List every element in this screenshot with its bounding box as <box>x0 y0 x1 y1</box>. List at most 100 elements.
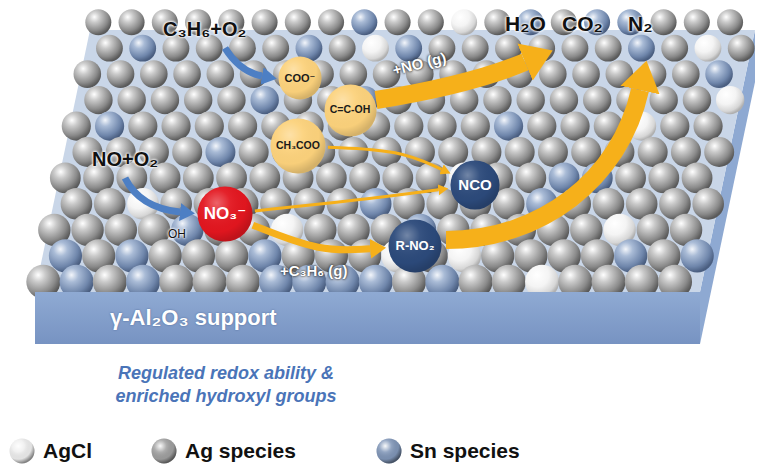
surface-sphere <box>85 9 111 35</box>
surface-sphere <box>692 188 724 220</box>
swatch-shading <box>152 439 177 464</box>
circle-shading <box>198 187 253 242</box>
surface-sphere <box>385 9 411 35</box>
surface-sphere <box>205 137 235 167</box>
surface-sphere <box>595 35 622 62</box>
surface-sphere <box>318 9 344 35</box>
surface-sphere <box>451 9 477 35</box>
surface-sphere <box>340 60 368 88</box>
surface-sphere <box>704 137 734 167</box>
surface-sphere <box>527 111 556 140</box>
surface-sphere <box>172 137 202 167</box>
surface-sphere <box>128 111 157 140</box>
surface-sphere <box>362 35 389 62</box>
surface-sphere <box>84 86 112 114</box>
surface-spheres <box>26 9 754 299</box>
surface-sphere <box>461 111 490 140</box>
legend-swatch-frame <box>375 437 403 465</box>
legend-swatch-frame <box>150 437 178 465</box>
circle-shading <box>389 220 442 273</box>
surface-sphere <box>695 35 722 62</box>
surface-sphere <box>505 137 535 167</box>
intermediate-circle: COO⁻ <box>278 56 322 100</box>
surface-sphere <box>572 60 600 88</box>
circle-shading <box>451 161 500 210</box>
surface-sphere <box>494 111 523 140</box>
surface-sphere <box>661 35 688 62</box>
surface-sphere <box>195 111 224 140</box>
adsorption-arrow <box>125 178 180 212</box>
node-label: COO⁻ <box>285 72 316 84</box>
legend-item: AgCl <box>8 436 92 466</box>
surface-sphere <box>207 60 235 88</box>
surface-sphere <box>683 86 711 114</box>
surface-sphere <box>405 137 435 167</box>
nitrate-circle: NO₃⁻ <box>197 186 253 242</box>
surface-sphere <box>717 9 743 35</box>
circle-fill <box>271 119 326 174</box>
surface-sphere <box>427 111 456 140</box>
node-label: NCO <box>458 177 491 194</box>
surface-sphere <box>560 111 589 140</box>
surface-sphere <box>705 60 733 88</box>
hydroxyl-label: OH <box>168 228 186 242</box>
circle-shading <box>279 57 322 100</box>
note-text: Regulated redox ability & enriched hydro… <box>95 362 357 409</box>
legend-text: Ag species <box>185 439 296 463</box>
surface-sphere <box>394 111 423 140</box>
surface-sphere <box>684 9 710 35</box>
surface-sphere <box>95 111 124 140</box>
surface-sphere <box>660 111 689 140</box>
surface-sphere <box>649 86 677 114</box>
legend-swatch <box>10 439 35 464</box>
reaction-connector <box>328 147 441 169</box>
surface-sphere <box>639 60 667 88</box>
surface-sphere <box>351 9 377 35</box>
node-label: R-NO₂ <box>396 239 435 253</box>
surface-sphere <box>262 35 289 62</box>
circle-fill <box>389 220 442 273</box>
circle-fill <box>324 84 376 136</box>
reactant-label: NO+O₂ <box>92 148 158 171</box>
node-label: CH₃COO <box>276 140 320 152</box>
circle-fill <box>279 57 322 100</box>
support-top-face <box>35 30 755 292</box>
surface-sphere <box>228 111 257 140</box>
surface-sphere <box>129 35 156 62</box>
step-label: +C₃H₆ (g) <box>280 262 348 279</box>
surface-sphere <box>252 9 278 35</box>
product-arrow <box>446 90 640 240</box>
surface-sphere <box>338 137 368 167</box>
intermediate-circle: C=C-OH <box>324 84 377 137</box>
surface-sphere <box>462 35 489 62</box>
legend-swatch-frame <box>8 437 36 465</box>
surface-sphere <box>217 86 245 114</box>
surface-sphere <box>516 86 544 114</box>
surface-sphere <box>285 9 311 35</box>
node-label: NO₃⁻ <box>204 205 246 224</box>
surface-sphere <box>96 35 123 62</box>
adsorption-arrow <box>225 48 262 76</box>
surface-sphere <box>606 60 634 88</box>
product-label: H₂O <box>505 12 546 36</box>
surface-sphere <box>583 86 611 114</box>
surface-sphere <box>418 9 444 35</box>
surface-sphere <box>539 60 567 88</box>
surface-sphere <box>161 111 190 140</box>
surface-sphere <box>716 86 744 114</box>
surface-sphere <box>250 86 278 114</box>
node-label: C=C-OH <box>330 104 371 116</box>
circle-fill <box>451 161 500 210</box>
reaction-connector <box>253 225 370 250</box>
legend-item: Ag species <box>150 436 296 466</box>
surface-sphere <box>693 111 722 140</box>
surface-sphere <box>538 137 568 167</box>
surface-sphere <box>628 35 655 62</box>
intermediate-circle: NCO <box>450 160 500 210</box>
circle-shading <box>271 119 326 174</box>
surface-sphere <box>638 137 668 167</box>
product-label: CO₂ <box>562 12 603 36</box>
